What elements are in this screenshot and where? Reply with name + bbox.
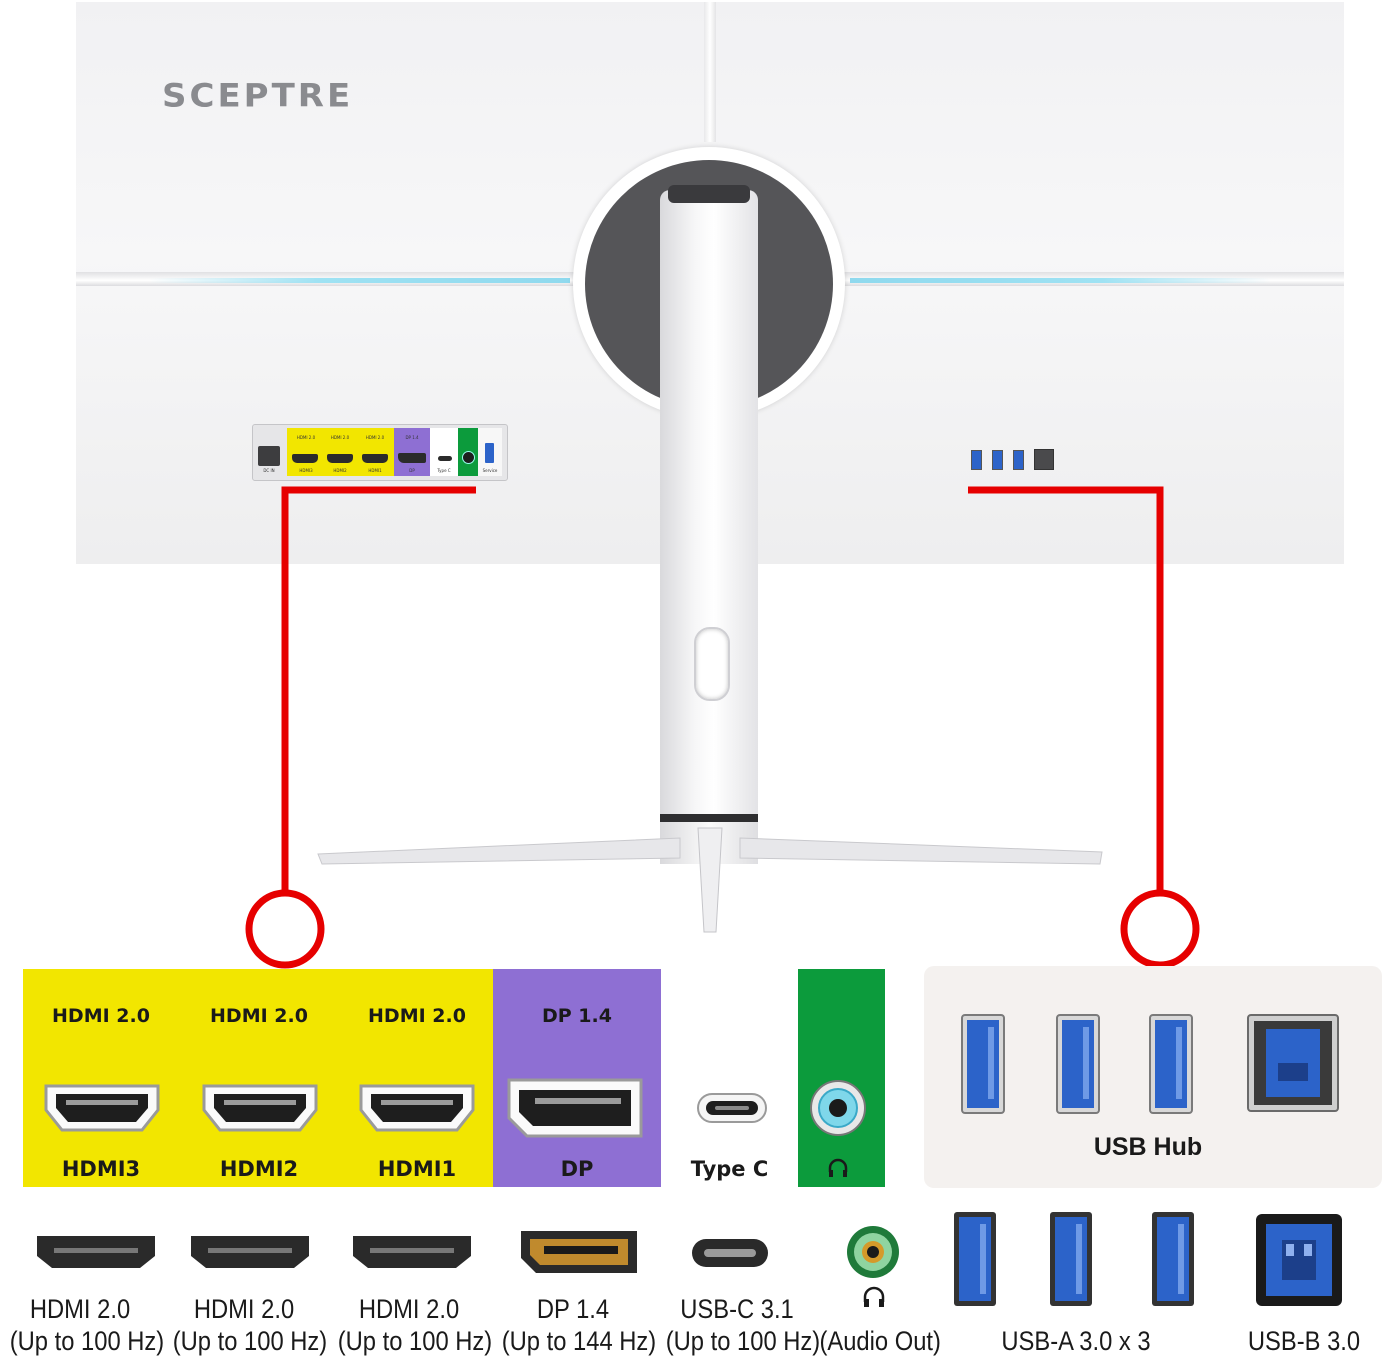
led-strip-left xyxy=(150,278,570,283)
legend-hdmi3-type: HDMI 2.0 xyxy=(29,1294,131,1324)
hdmi3-label: HDMI3 xyxy=(61,1157,141,1181)
legend-usb-b: USB-B 3.0 xyxy=(1247,1326,1361,1356)
stand-legs xyxy=(317,827,1103,933)
rear-label-dp: DP xyxy=(409,468,415,473)
dp-version-label: DP 1.4 xyxy=(542,1005,612,1027)
hdmi1-version-label: HDMI 2.0 xyxy=(368,1005,466,1027)
audio-jack-icon xyxy=(810,1080,866,1136)
stand-neck-cap xyxy=(668,185,750,203)
hdmi-cable-icon xyxy=(37,1236,155,1268)
legend-hdmi1-type: HDMI 2.0 xyxy=(358,1294,460,1324)
legend-hdmi2-type: HDMI 2.0 xyxy=(193,1294,295,1324)
rear-dc-in-port xyxy=(258,446,280,466)
rear-usb-b-port xyxy=(1034,449,1054,470)
dp-label: DP xyxy=(560,1157,594,1181)
legend-hdmi1-rate: (Up to 100 Hz) xyxy=(337,1326,493,1356)
hdmi-cable-icon xyxy=(353,1236,471,1268)
legend-usb-c-type: USB-C 3.1 xyxy=(680,1294,794,1324)
rear-label-hdmi1: HDMI1 xyxy=(368,468,382,473)
rear-service-port xyxy=(485,443,494,463)
rear-label-hdmi-2-0-a: HDMI 2.0 xyxy=(296,435,316,440)
rear-usb-a-port-1 xyxy=(971,450,982,470)
io-panel-dp-section xyxy=(493,969,661,1187)
stand-collar xyxy=(660,814,758,822)
rear-label-hdmi3: HDMI3 xyxy=(299,468,313,473)
usb-a-cable-icon xyxy=(954,1212,996,1306)
rear-hdmi2-port xyxy=(327,454,353,463)
displayport-icon xyxy=(507,1078,643,1138)
hdmi-cable-icon xyxy=(191,1236,309,1268)
rear-label-hdmi-2-0-b: HDMI 2.0 xyxy=(330,435,350,440)
hdmi3-version-label: HDMI 2.0 xyxy=(52,1005,150,1027)
io-panel-hdmi-section xyxy=(23,969,493,1187)
legend-audio-rate: (Audio Out) xyxy=(819,1326,941,1356)
rear-label-type-c: Type C xyxy=(437,468,451,473)
usb-a-port-icon xyxy=(1149,1014,1193,1114)
hdmi1-label: HDMI1 xyxy=(377,1157,457,1181)
rear-hdmi3-port xyxy=(292,454,318,463)
type-c-label: Type C xyxy=(690,1157,769,1181)
rear-dp-block xyxy=(394,428,430,476)
rear-audio-port xyxy=(462,451,475,464)
rear-usb-a-port-3 xyxy=(1013,450,1024,470)
displayport-cable-icon xyxy=(521,1231,637,1273)
rear-hdmi-block xyxy=(287,428,394,476)
headphone-icon xyxy=(828,1158,848,1177)
io-panel-audio-section xyxy=(798,969,885,1187)
rear-label-dp-1-4: DP 1.4 xyxy=(405,435,419,440)
legend-hdmi3-rate: (Up to 100 Hz) xyxy=(9,1326,165,1356)
led-strip-right xyxy=(850,278,1270,283)
legend-hdmi2-rate: (Up to 100 Hz) xyxy=(172,1326,328,1356)
usb-a-cable-icon xyxy=(1152,1212,1194,1306)
rear-label-hdmi-2-0-c: HDMI 2.0 xyxy=(365,435,385,440)
usb-hub-label: USB Hub xyxy=(1093,1133,1203,1161)
legend-dp-type: DP 1.4 xyxy=(536,1294,610,1324)
rear-typec-port xyxy=(438,456,452,461)
stand-neck xyxy=(660,190,758,822)
rear-hdmi1-port xyxy=(362,454,388,463)
rear-usb-a-port-2 xyxy=(992,450,1003,470)
hdmi-port-icon xyxy=(202,1084,318,1132)
audio-out-jack-icon xyxy=(847,1226,899,1278)
rear-label-hdmi2: HDMI2 xyxy=(333,468,347,473)
rear-dp-port xyxy=(398,453,426,463)
hdmi-port-icon xyxy=(359,1084,475,1132)
usb-b-cable-icon xyxy=(1256,1214,1342,1306)
brand-logo: SCEPTRE xyxy=(162,77,354,115)
hdmi2-version-label: HDMI 2.0 xyxy=(210,1005,308,1027)
usb-b-port-icon xyxy=(1247,1014,1339,1112)
cable-hole xyxy=(694,627,730,701)
usb-a-port-icon xyxy=(1056,1014,1100,1114)
legend-usb-c-rate: (Up to 100 Hz) xyxy=(665,1326,821,1356)
hdmi2-label: HDMI2 xyxy=(219,1157,299,1181)
rear-typec-block xyxy=(430,428,458,476)
usb-c-port-icon xyxy=(697,1093,767,1123)
rear-label-dc-in: DC IN xyxy=(263,468,275,473)
legend-dp-rate: (Up to 144 Hz) xyxy=(501,1326,657,1356)
center-seam xyxy=(704,2,716,142)
legend-usb-a: USB-A 3.0 x 3 xyxy=(1001,1326,1151,1356)
rear-label-service: Service xyxy=(482,468,498,473)
hdmi-port-icon xyxy=(44,1084,160,1132)
usb-a-cable-icon xyxy=(1050,1212,1092,1306)
usb-a-port-icon xyxy=(961,1014,1005,1114)
callout-lines xyxy=(245,486,1200,969)
usb-c-cable-icon xyxy=(692,1239,768,1267)
headphone-icon xyxy=(863,1286,885,1307)
